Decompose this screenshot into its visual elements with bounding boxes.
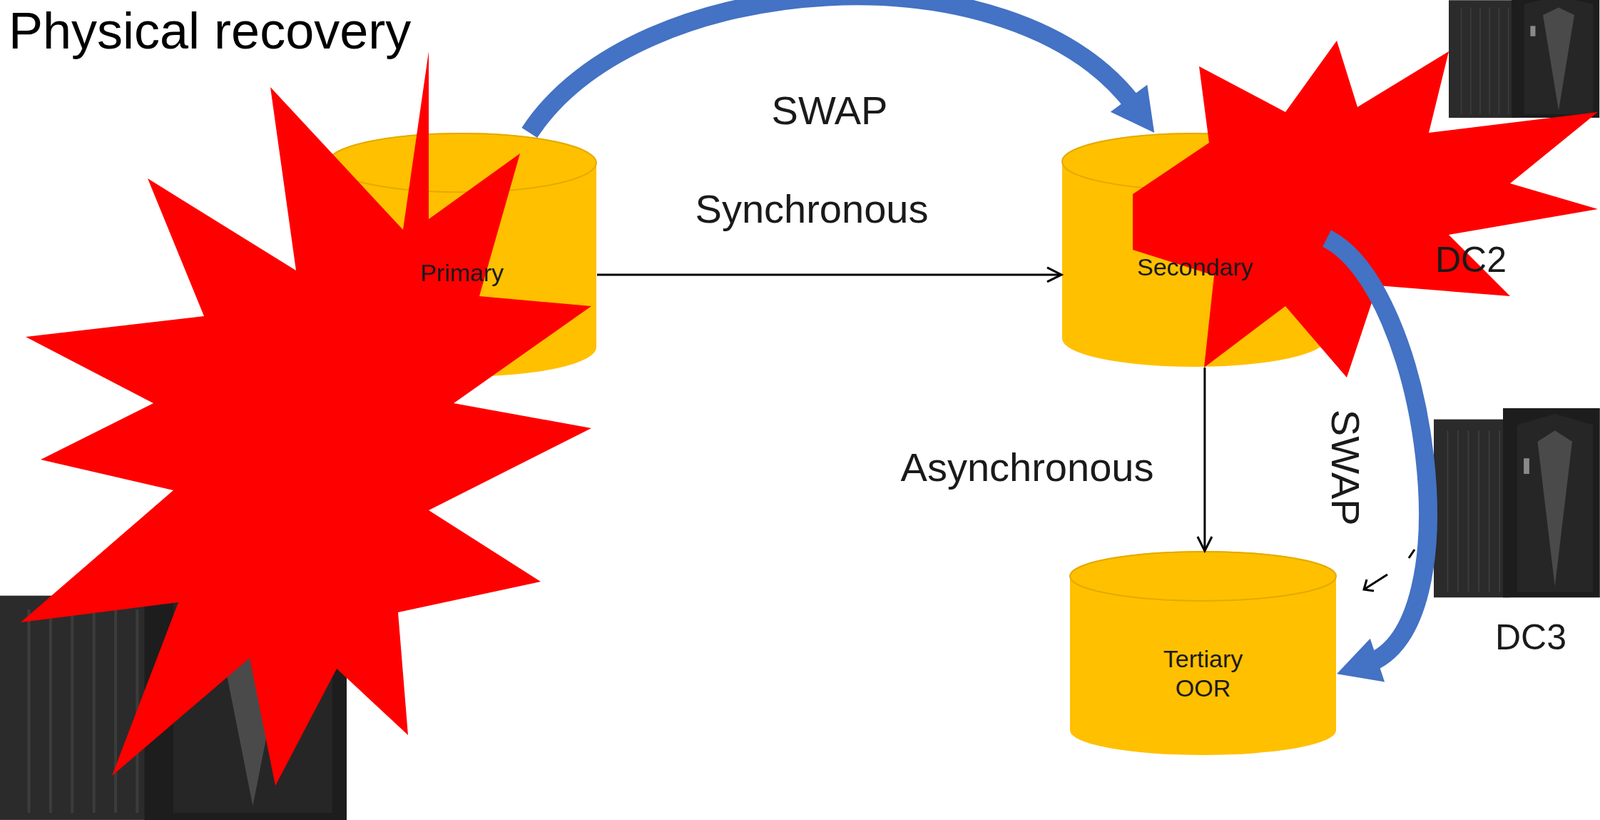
arrow-head bbox=[1047, 267, 1062, 282]
cylinder-body bbox=[327, 132, 597, 377]
cylinder-top bbox=[327, 133, 597, 192]
mainframe-dc2 bbox=[1448, 0, 1600, 118]
cylinder-body bbox=[1062, 132, 1327, 367]
edge-label: Synchronous bbox=[695, 186, 929, 232]
node-label: Primary bbox=[420, 257, 504, 287]
cylinder-text: Tertiary OOR bbox=[1146, 644, 1261, 703]
stray-arrow bbox=[1363, 549, 1415, 591]
datacenter-label: DC3 bbox=[1495, 617, 1567, 659]
connector-line bbox=[1203, 367, 1206, 551]
arrow-head bbox=[1110, 84, 1155, 133]
arrow-head bbox=[1197, 536, 1212, 551]
cylinder-text: Secondary bbox=[1137, 251, 1252, 282]
cylinder-top bbox=[1062, 133, 1327, 190]
async-arrow bbox=[1197, 367, 1212, 551]
edge-label: SWAP bbox=[1321, 409, 1368, 526]
arrow-head bbox=[1336, 638, 1385, 682]
node-label: Secondary bbox=[1137, 251, 1252, 282]
node-label: Tertiary OOR bbox=[1146, 644, 1261, 703]
cylinder-top bbox=[1069, 551, 1337, 601]
edge-label: Asynchronous bbox=[900, 444, 1155, 491]
cylinder-text: Primary bbox=[420, 257, 504, 287]
mainframe-dc3 bbox=[1433, 408, 1600, 598]
edge-label: SWAP bbox=[771, 87, 889, 134]
connector-line bbox=[597, 273, 1062, 276]
sync-arrow bbox=[597, 267, 1062, 282]
slide-title: Physical recovery bbox=[8, 1, 411, 61]
cylinder-body bbox=[1069, 550, 1337, 755]
datacenter-label: DC2 bbox=[1435, 239, 1507, 282]
storage-cylinder: Tertiary OOR bbox=[1069, 550, 1337, 756]
